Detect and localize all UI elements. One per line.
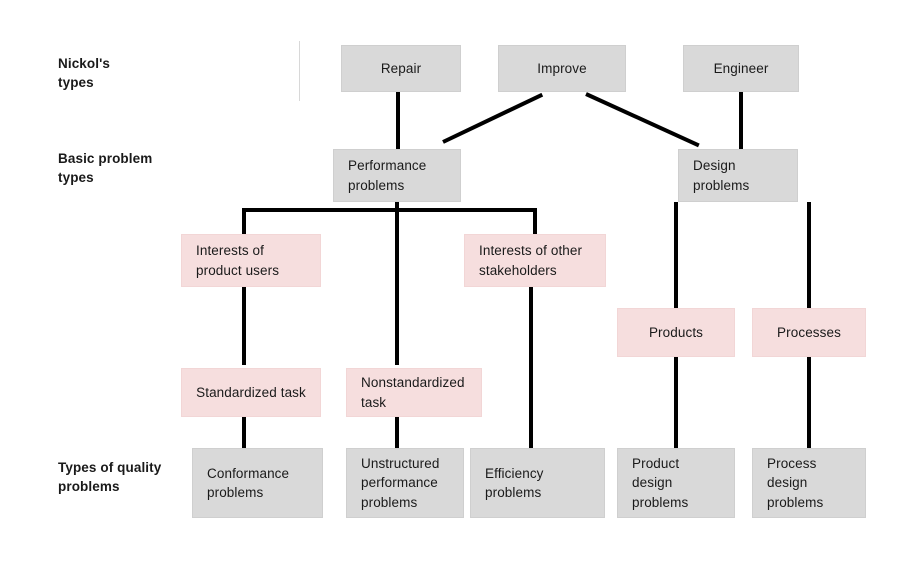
node-performance-problems[interactable]: Performance problems xyxy=(333,149,461,202)
node-design-problems[interactable]: Design problems xyxy=(678,149,798,202)
edge-products-to-product-design xyxy=(674,357,678,448)
node-interests-product-users[interactable]: Interests of product users xyxy=(181,234,321,287)
node-interests-other-stakeholders[interactable]: Interests of other stakeholders xyxy=(464,234,606,287)
edge-nonstandardized-to-unstructured xyxy=(395,417,399,448)
edge-design-to-products xyxy=(674,202,678,308)
edge-bus-to-interests-product-users xyxy=(242,208,246,234)
row-label-types-of-quality-problems: Types of quality problems xyxy=(58,460,162,494)
node-repair[interactable]: Repair xyxy=(341,45,461,92)
label-column-divider xyxy=(299,41,300,101)
edge-engineer-to-design xyxy=(739,92,743,149)
row-label-basic-problem-types: Basic problem types xyxy=(58,151,153,185)
edge-improve-to-design xyxy=(585,92,700,148)
node-process-design-problems[interactable]: Process design problems xyxy=(752,448,866,518)
edge-bus-to-interests-other-stakeholders xyxy=(533,208,537,234)
edge-improve-to-performance xyxy=(442,92,544,144)
edge-interests-other-to-efficiency xyxy=(529,287,533,448)
node-nonstandardized-task[interactable]: Nonstandardized task xyxy=(346,368,482,417)
node-conformance-problems[interactable]: Conformance problems xyxy=(192,448,323,518)
node-unstructured-performance-problems[interactable]: Unstructured performance problems xyxy=(346,448,464,518)
node-efficiency-problems[interactable]: Efficiency problems xyxy=(470,448,605,518)
node-processes[interactable]: Processes xyxy=(752,308,866,357)
node-products[interactable]: Products xyxy=(617,308,735,357)
row-label-nickols-types: Nickol's types xyxy=(58,56,111,90)
edge-repair-to-performance xyxy=(396,92,400,149)
edge-design-to-processes xyxy=(807,202,811,308)
split-bus xyxy=(242,208,537,212)
node-engineer[interactable]: Engineer xyxy=(683,45,799,92)
edge-interests-product-users-to-standardized xyxy=(242,287,246,365)
edge-performance-to-bus xyxy=(395,202,399,212)
node-product-design-problems[interactable]: Product design problems xyxy=(617,448,735,518)
edge-processes-to-process-design xyxy=(807,357,811,448)
edge-standardized-to-conformance xyxy=(242,417,246,448)
node-improve[interactable]: Improve xyxy=(498,45,626,92)
node-standardized-task[interactable]: Standardized task xyxy=(181,368,321,417)
edge-bus-to-nonstandardized-task xyxy=(395,208,399,365)
